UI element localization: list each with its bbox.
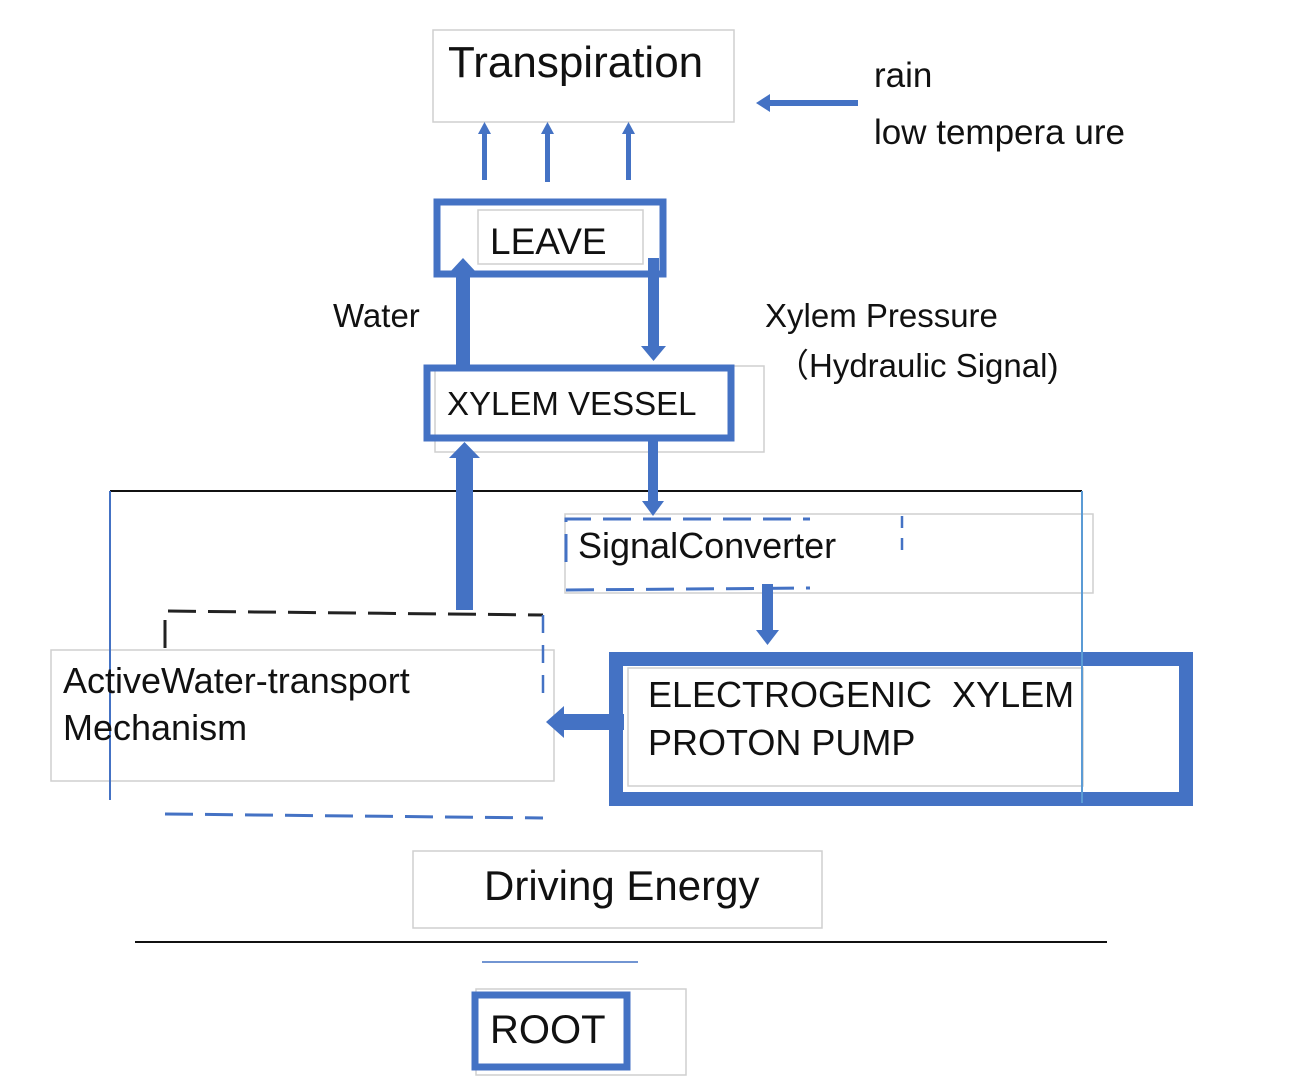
signal-converter-dashed-top bbox=[564, 517, 810, 562]
water-arrow bbox=[450, 258, 476, 371]
transpiration-label: Transpiration bbox=[448, 38, 704, 87]
proton-pump-label-line1: ELECTROGENIC XYLEM bbox=[648, 674, 1075, 715]
rain-label: rain bbox=[874, 56, 933, 95]
proton-pump-label-line2: PROTON PUMP bbox=[648, 722, 916, 763]
signal-converter-label: SignalConverter bbox=[578, 525, 837, 566]
hydraulic-signal-label: （Hydraulic Signal) bbox=[776, 347, 1059, 384]
active-transport-label-line2: Mechanism bbox=[63, 707, 248, 748]
leave-outline bbox=[433, 198, 667, 278]
active-transport-dashed-bottom bbox=[164, 812, 544, 820]
transport-up-arrow bbox=[449, 442, 480, 610]
signal-converter-dashed-bottom bbox=[565, 586, 811, 592]
xylem-vessel-outline bbox=[423, 364, 735, 442]
leave-label: LEAVE bbox=[490, 221, 607, 262]
root-outline bbox=[471, 991, 631, 1071]
low-temperature-label: low tempera ure bbox=[874, 113, 1125, 152]
water-label: Water bbox=[333, 297, 420, 334]
vessel-to-converter-arrow bbox=[642, 437, 664, 516]
root-label: ROOT bbox=[490, 1008, 606, 1052]
transpiration-box bbox=[432, 29, 735, 123]
converter-to-pump-arrow bbox=[756, 584, 779, 645]
pump-to-transport-arrow bbox=[546, 706, 624, 738]
transpiration-arrows bbox=[478, 122, 635, 182]
rain-arrow bbox=[756, 94, 858, 112]
active-transport-dashed-top bbox=[163, 609, 544, 648]
xylem-pressure-arrow bbox=[641, 258, 666, 361]
driving-energy-label: Driving Energy bbox=[484, 862, 760, 909]
xylem-vessel-label: XYLEM VESSEL bbox=[447, 385, 697, 422]
active-transport-label-line1: ActiveWater-transport bbox=[63, 660, 410, 701]
driving-energy-box bbox=[412, 850, 823, 929]
xylem-pressure-label: Xylem Pressure bbox=[765, 297, 998, 334]
leave-inner-box bbox=[477, 209, 644, 265]
